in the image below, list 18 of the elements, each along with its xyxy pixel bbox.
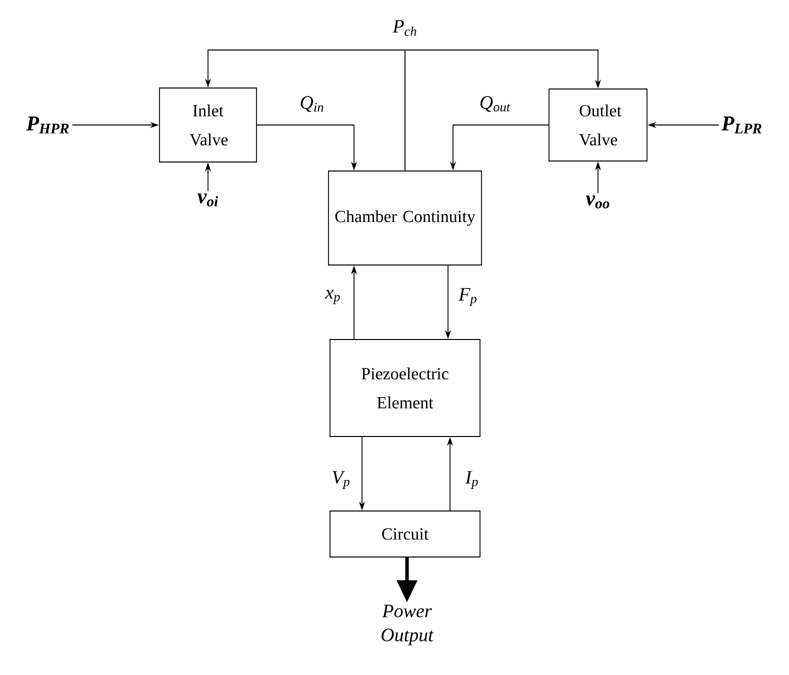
edge-label: x$_{p}$ <box>324 290 340 304</box>
signal-label: Power Output <box>382 604 434 646</box>
process-box: Outlet Valve <box>548 88 648 162</box>
process-box: Chamber Continuity <box>328 170 482 266</box>
edge-label: P$_{ch}$ <box>392 20 416 36</box>
edge-label: F$_{p}$ <box>458 288 476 306</box>
arrow <box>404 50 602 171</box>
process-box: Circuit <box>330 510 480 558</box>
edge-label: Q$_{in}$ <box>300 96 324 112</box>
edge-label: Q$_{out}$ <box>480 96 510 112</box>
process-box: Inlet Valve <box>159 88 257 162</box>
edge-label: I$_{p}$ <box>465 471 478 489</box>
signal-label: P$_{LPR}$ <box>721 116 762 134</box>
signal-label: v$_{oi}$ <box>198 194 218 206</box>
edge-label: V$_{p}$ <box>332 471 350 489</box>
signal-label: P$_{HPR}$ <box>26 116 69 134</box>
signal-label: v$_{oo}$ <box>586 196 610 208</box>
process-box: Piezoelectric Element <box>330 339 480 437</box>
